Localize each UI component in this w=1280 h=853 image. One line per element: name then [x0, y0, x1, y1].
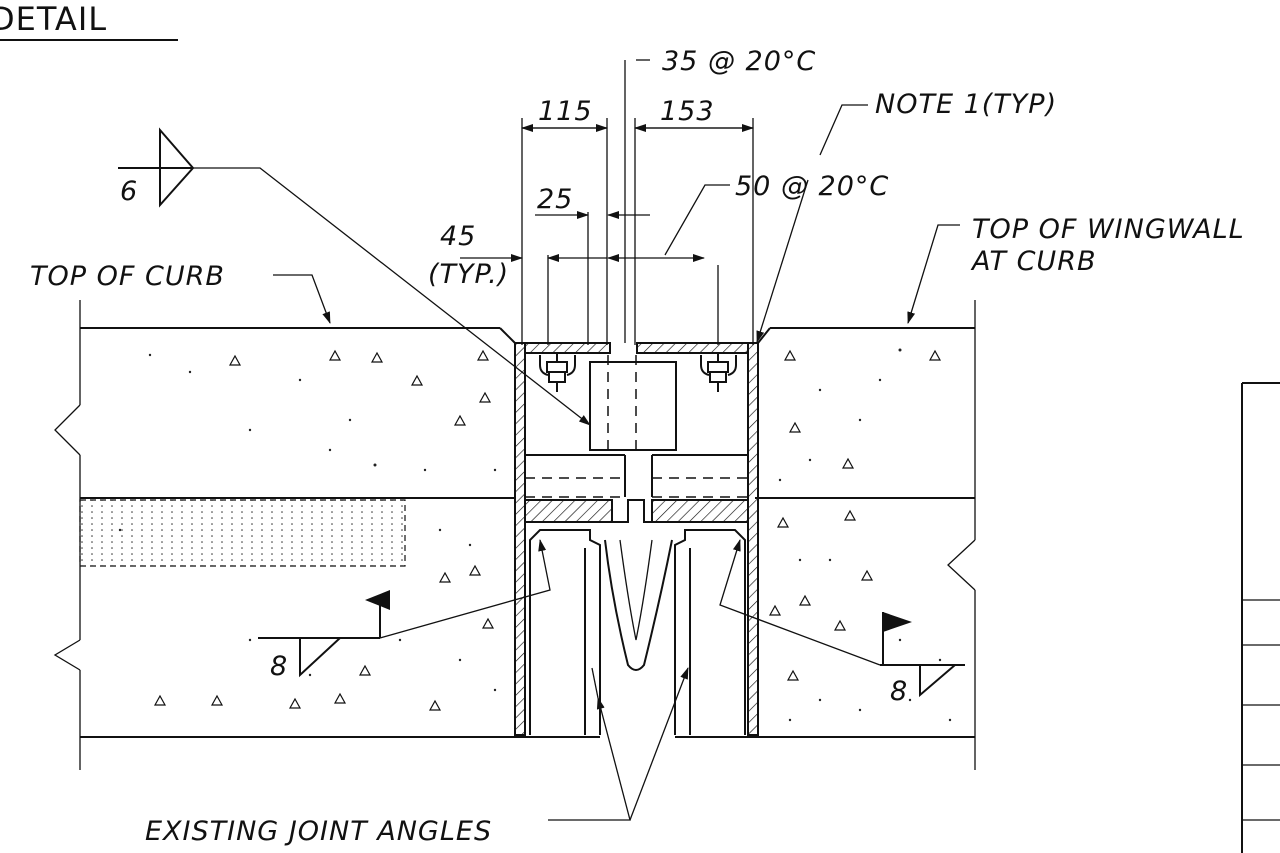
concrete-dots: [118, 348, 952, 722]
dim-45-typ: (TYP.): [428, 259, 509, 290]
existing-left-angle: [529, 529, 601, 735]
existing-right-angle: [674, 529, 746, 735]
label-existing-joint-angles: EXISTING JOINT ANGLES: [145, 816, 492, 847]
leader-lines: [193, 104, 960, 821]
dim-25: 25: [537, 184, 573, 215]
svg-text:DETAIL: DETAIL: [0, 0, 107, 38]
weld-symbol-upper-left: 6: [118, 127, 195, 208]
weld-symbol-lower-left: 8: [258, 590, 390, 682]
center-block: [589, 355, 677, 451]
right-cover-plate: [636, 342, 749, 354]
label-top-of-curb: TOP OF CURB: [30, 261, 225, 292]
compression-seal: [604, 499, 673, 671]
weld-symbol-lower-right: 8: [880, 612, 965, 707]
left-cover-plate: [524, 342, 611, 354]
label-note: NOTE 1(TYP): [875, 89, 1057, 120]
label-top-of-wingwall: TOP OF WINGWALL: [972, 214, 1245, 245]
dim-45: 45: [440, 221, 476, 252]
left-bearing-plate: [524, 454, 626, 523]
title-fragment: DETAIL: [0, 0, 178, 41]
concrete-aggregate: [153, 349, 942, 711]
label-gap-35: 35 @ 20°C: [662, 46, 816, 77]
right-bearing-plate: [651, 454, 749, 523]
right-bolt: [700, 353, 737, 392]
left-bolt: [539, 353, 576, 392]
svg-text:6: 6: [120, 176, 138, 207]
dimension-lines: [460, 59, 754, 345]
dim-115: 115: [538, 96, 593, 127]
left-concrete-block: [53, 300, 600, 770]
right-side-plate: [725, 342, 759, 736]
dim-153: 153: [660, 96, 715, 127]
label-gap-50: 50 @ 20°C: [735, 171, 889, 202]
title-block-frame: [1241, 382, 1280, 853]
label-at-curb: AT CURB: [970, 246, 1096, 277]
svg-text:8: 8: [890, 676, 908, 707]
svg-text:8: 8: [270, 651, 288, 682]
